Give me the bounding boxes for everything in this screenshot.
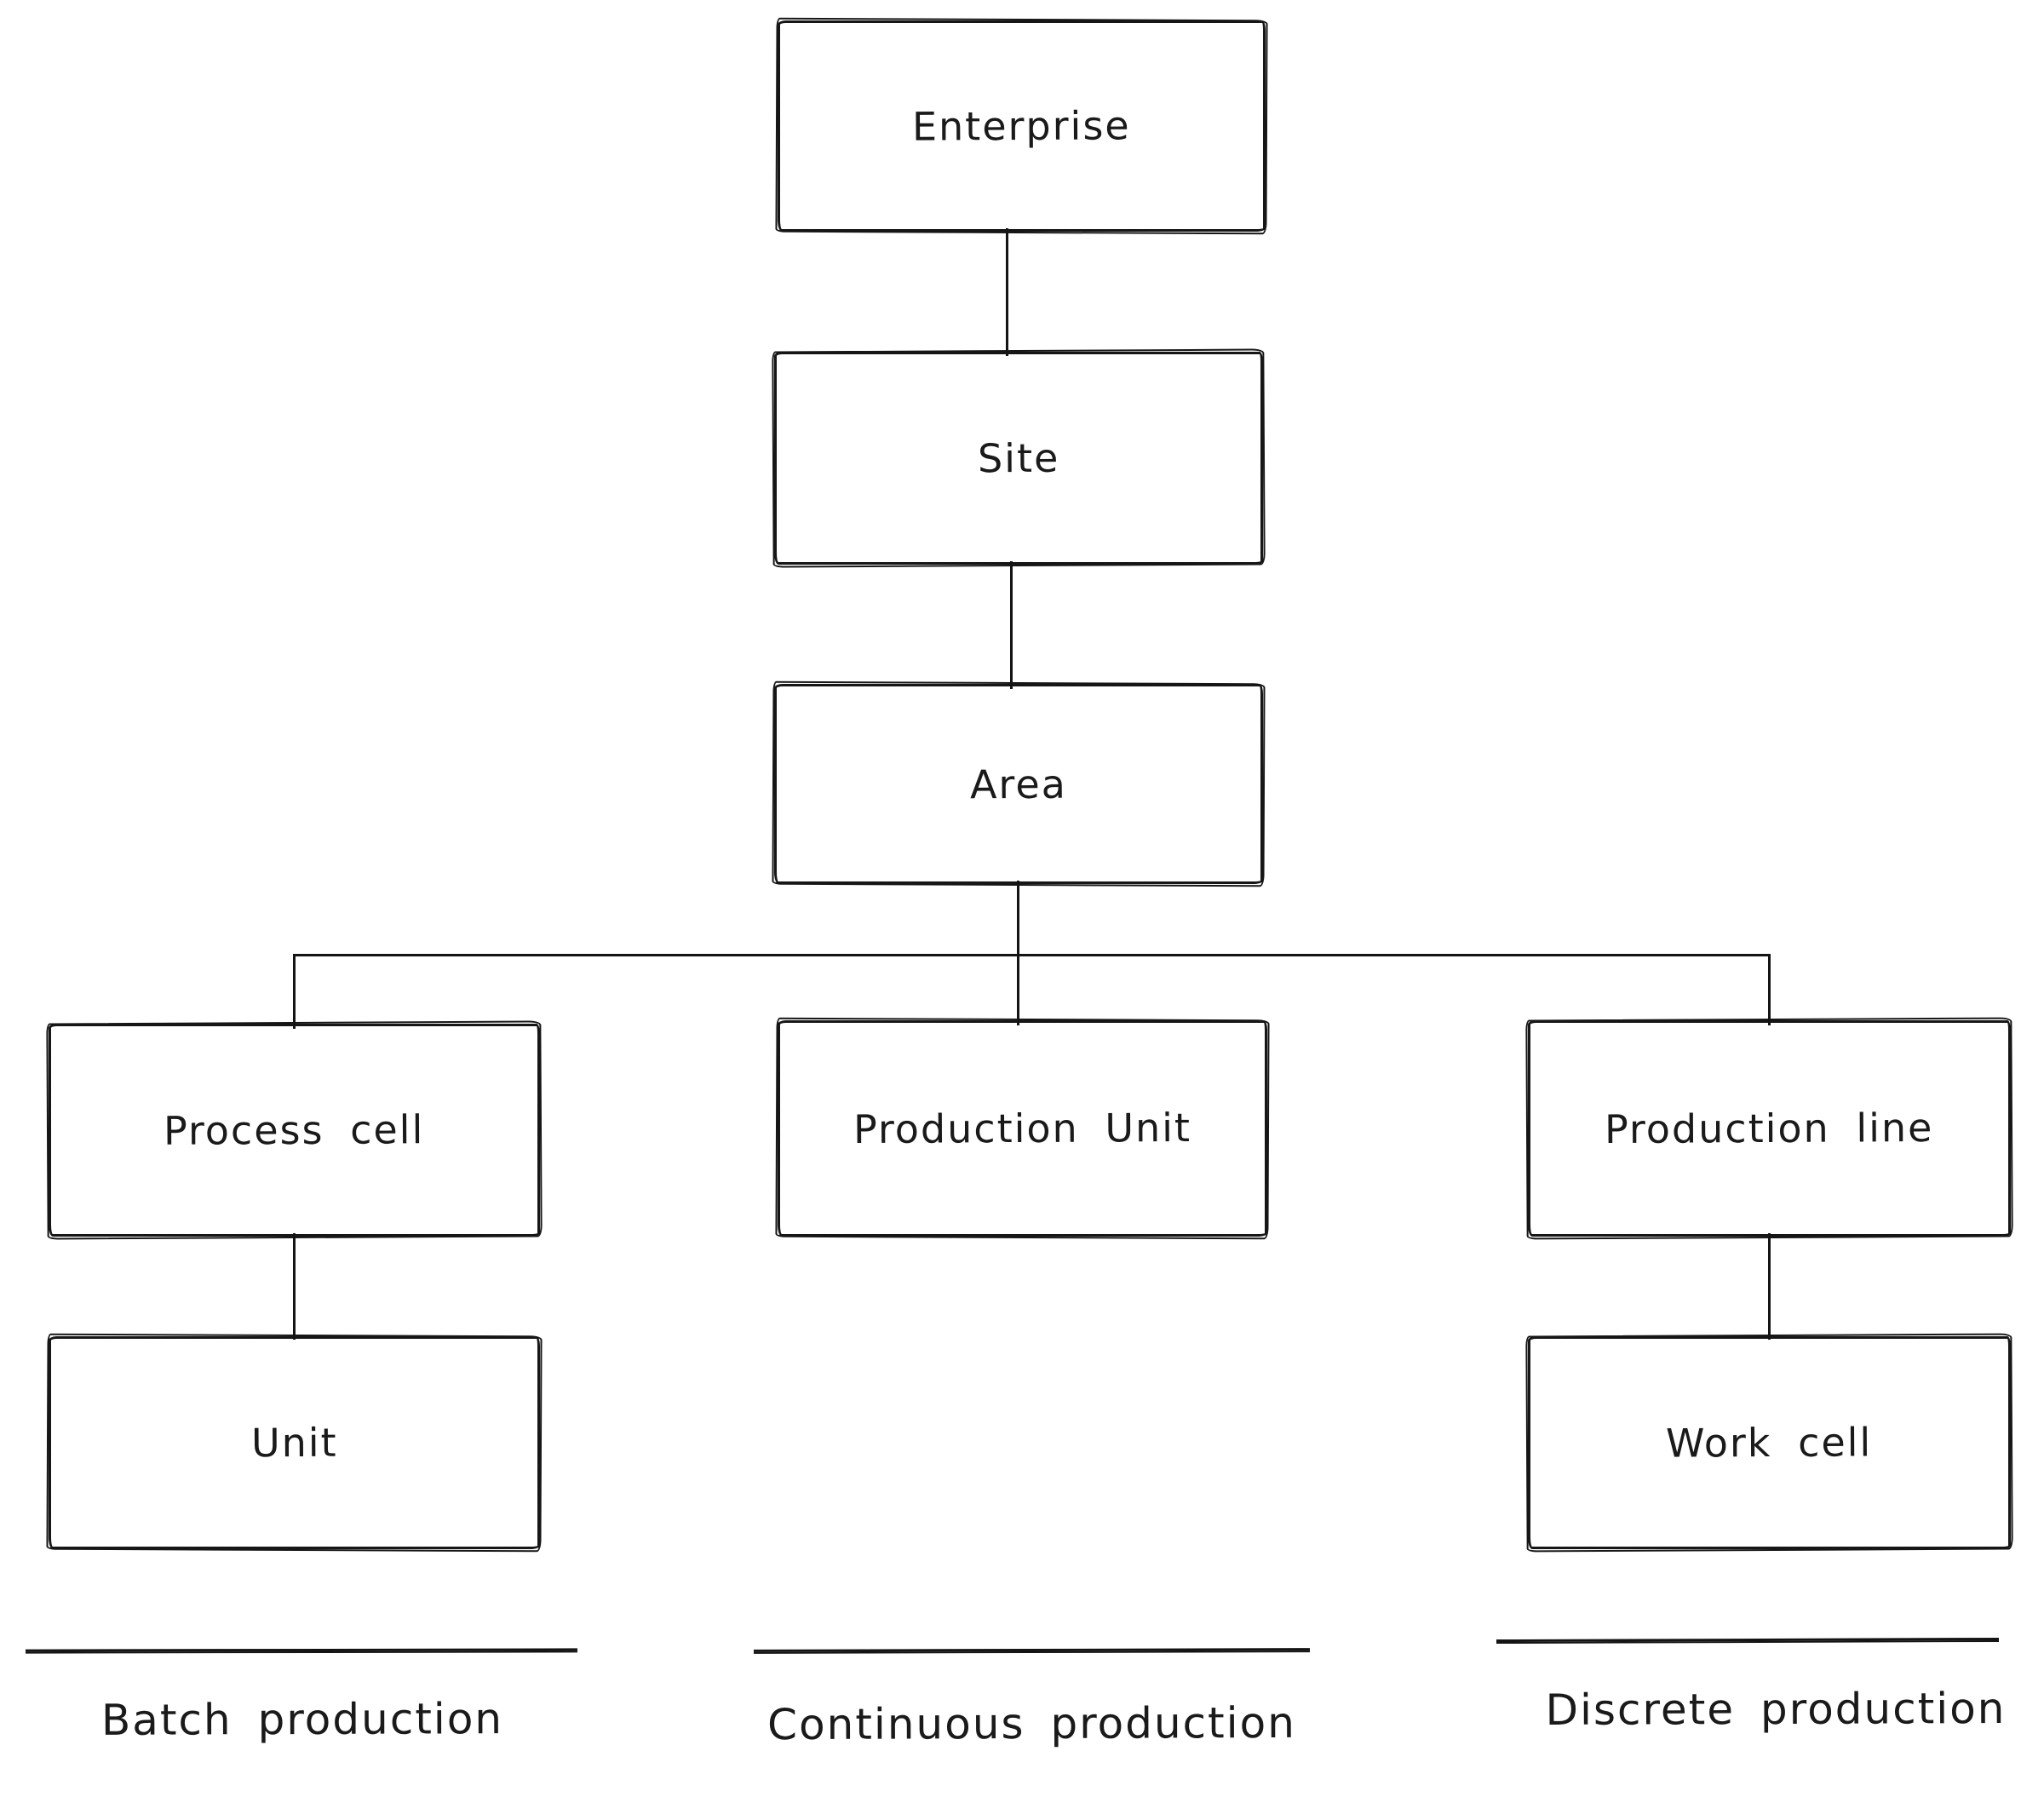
node-enterprise: Enterprise (778, 20, 1266, 232)
node-production-unit: Production Unit (778, 1020, 1267, 1237)
branch-horizontal-line (293, 954, 1771, 956)
edge-process-cell-unit (293, 1233, 296, 1340)
node-site: Site (774, 352, 1263, 565)
continuous-production-underline (753, 1648, 1311, 1654)
node-site-label: Site (977, 434, 1060, 482)
edge-production-line-work-cell (1768, 1233, 1771, 1340)
edge-branch-to-process-cell (293, 954, 296, 1029)
discrete-production-underline (1496, 1637, 2000, 1645)
node-area: Area (774, 684, 1263, 884)
node-unit: Unit (49, 1336, 540, 1549)
continuous-production-caption: Continuous production (767, 1697, 1296, 1750)
batch-production-underline (25, 1648, 578, 1654)
node-work-cell: Work cell (1528, 1336, 2011, 1549)
node-work-cell-label: Work cell (1666, 1419, 1873, 1467)
node-process-cell-label: Process cell (164, 1106, 425, 1154)
discrete-production-caption: Discrete production (1545, 1684, 2007, 1735)
node-production-unit-label: Production Unit (853, 1104, 1192, 1153)
node-production-line: Production line (1528, 1020, 2011, 1237)
edge-enterprise-site (1006, 228, 1008, 356)
node-unit-label: Unit (250, 1419, 338, 1467)
node-area-label: Area (969, 761, 1068, 807)
node-enterprise-label: Enterprise (912, 102, 1131, 150)
node-process-cell: Process cell (49, 1024, 540, 1237)
batch-production-caption: Batch production (100, 1694, 504, 1745)
edge-site-area (1010, 561, 1013, 689)
edge-branch-to-production-line (1768, 954, 1771, 1025)
edge-area-branch-stem (1017, 881, 1019, 1025)
node-production-line-label: Production line (1605, 1104, 1934, 1153)
